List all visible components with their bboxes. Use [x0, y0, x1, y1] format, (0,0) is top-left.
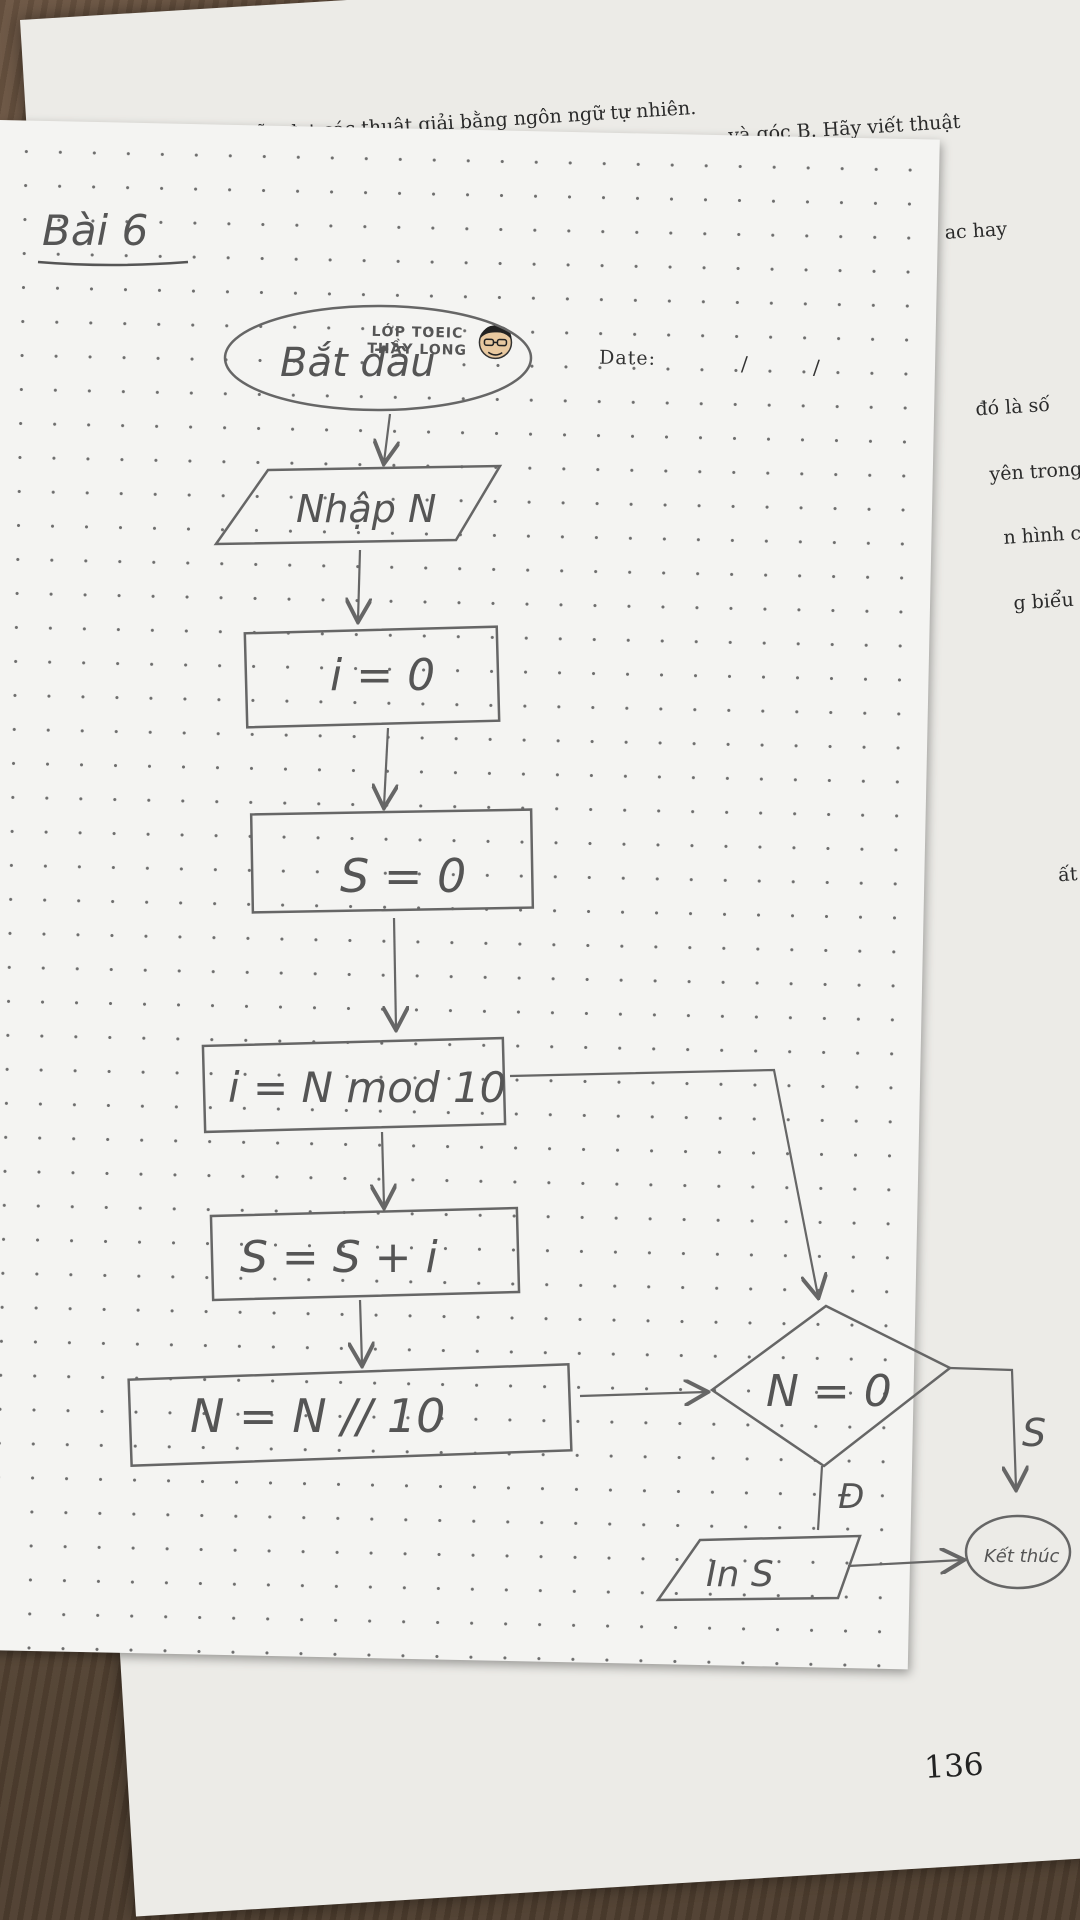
- flow-arrow: [509, 1068, 818, 1296]
- flow-arrow: [816, 1465, 824, 1531]
- output-label: In S: [706, 1554, 774, 1595]
- mod-process: [201, 1036, 507, 1134]
- init-s-label: S = 0: [340, 849, 466, 903]
- flow-arrow: [949, 1366, 1016, 1488]
- output-parallelogram: [655, 1534, 862, 1602]
- start-terminal: [223, 304, 533, 412]
- mod-label: i = N mod 10: [228, 1063, 506, 1112]
- init-i-label: i = 0: [330, 650, 435, 701]
- flow-arrow: [360, 1299, 362, 1364]
- div-label: N = N // 10: [190, 1389, 445, 1443]
- flow-arrow: [358, 549, 360, 620]
- dotted-notebook-sheet: LỚP TOEIC THẦY LONG Date: / /: [0, 120, 940, 1670]
- sum-process: [209, 1206, 521, 1302]
- end-label: Kết thúc: [984, 1546, 1060, 1567]
- flow-arrow: [847, 1560, 962, 1566]
- flow-arrow: [382, 1131, 384, 1206]
- sum-label: S = S + i: [240, 1232, 439, 1283]
- input-label: Nhập N: [296, 487, 436, 531]
- flow-arrow: [384, 727, 388, 806]
- decision-label: N = 0: [766, 1366, 892, 1417]
- input-parallelogram: [213, 464, 503, 546]
- flow-arrow: [394, 917, 396, 1028]
- init-s-process: [249, 808, 535, 914]
- branch-no-label: S: [1022, 1411, 1046, 1455]
- branch-yes-label: Đ: [838, 1477, 864, 1517]
- teacher-face-logo: [478, 325, 513, 360]
- decision-diamond: [709, 1304, 953, 1468]
- start-label: Bắt đầu: [280, 340, 436, 386]
- end-terminal: [964, 1514, 1072, 1590]
- flow-arrow: [579, 1392, 706, 1396]
- flow-arrow: [384, 413, 390, 462]
- init-i-process: [243, 625, 501, 729]
- title-underline: [37, 260, 189, 267]
- div-process: [127, 1363, 573, 1467]
- exercise-title: Bài 6: [42, 206, 148, 255]
